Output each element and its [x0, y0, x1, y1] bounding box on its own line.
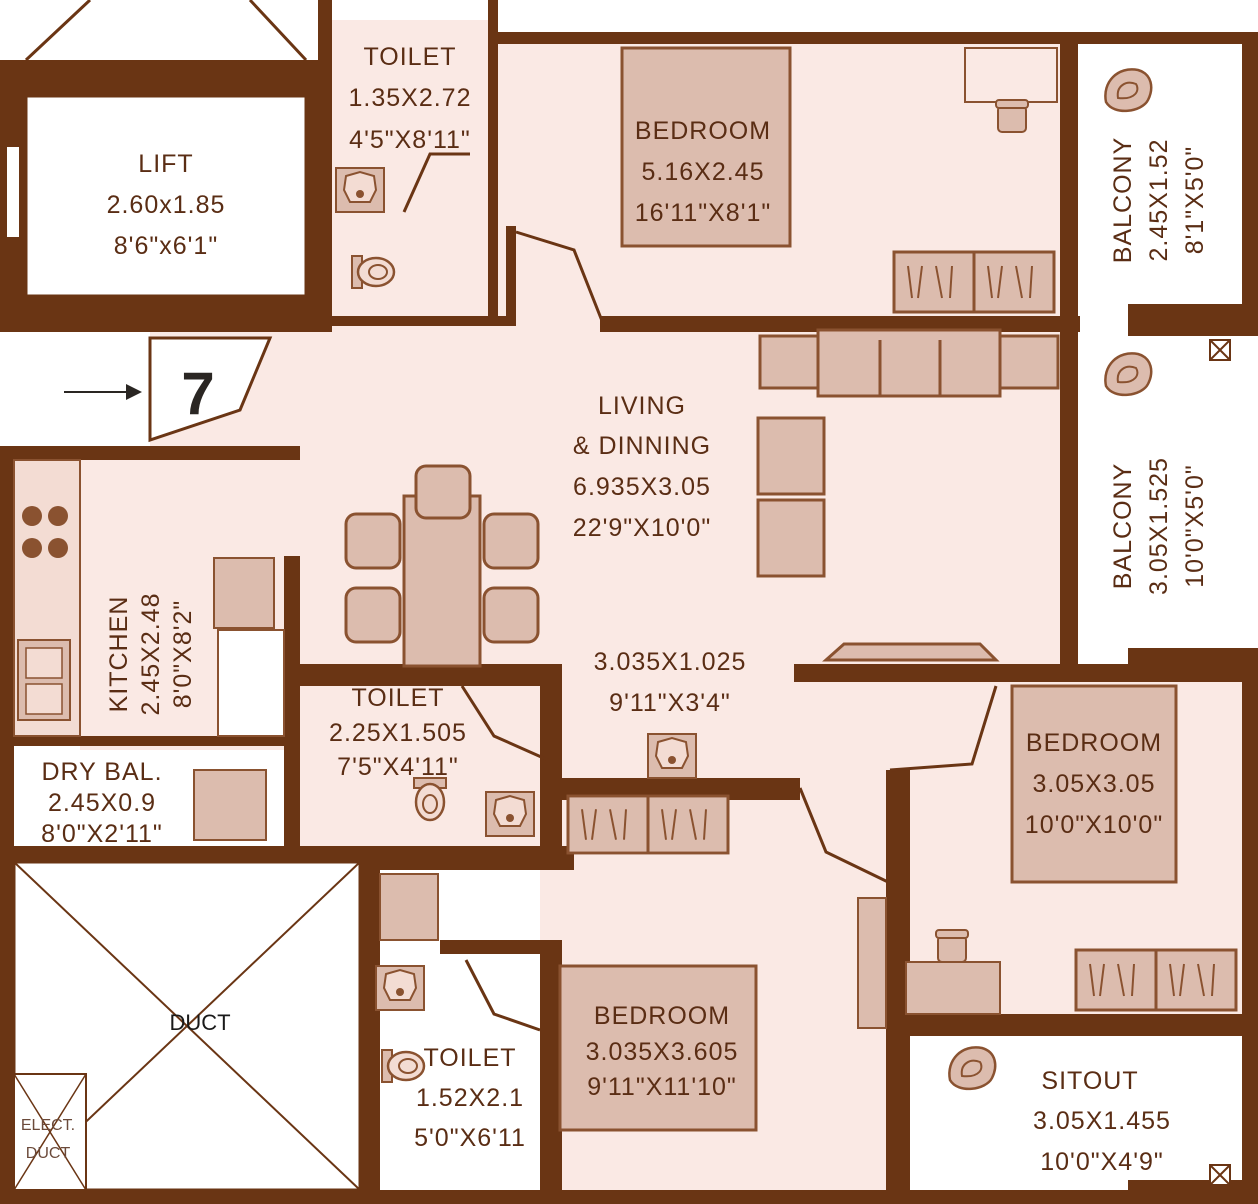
bedroom-top-imperial: 16'11"X8'1": [635, 199, 772, 227]
wardrobe-right: [1074, 948, 1238, 1012]
living-name-line2: & DINNING: [573, 432, 711, 460]
bedroom-top-metric: 5.16X2.45: [642, 158, 765, 186]
bedroom-bottom-metric: 3.035X3.605: [586, 1038, 739, 1066]
bed-top: [620, 46, 792, 248]
sitout-name: SITOUT: [1041, 1067, 1138, 1095]
elect-duct-line1: ELECT.: [21, 1117, 75, 1134]
living-name-line1: LIVING: [598, 392, 686, 420]
passage-imperial: 9'11"X3'4": [609, 689, 731, 717]
bath-shelf: [379, 873, 439, 941]
tv-console: [822, 642, 1000, 662]
sofa-set: [756, 328, 1060, 578]
bedroom-right-name: BEDROOM: [1026, 729, 1162, 757]
lift-imperial: 8'6"x6'1": [114, 232, 218, 260]
unit-number-badge: [148, 336, 273, 443]
passage-metric: 3.035X1.025: [594, 648, 747, 676]
toilet-bottom-imperial: 5'0"X6'11: [414, 1124, 526, 1152]
toilet-mid-name: TOILET: [351, 684, 444, 712]
wash-basin-icon: [647, 733, 697, 779]
chair-icon: [935, 929, 969, 963]
sitout-metric: 3.05X1.455: [1033, 1107, 1171, 1135]
tv-unit: [857, 897, 887, 1029]
toilet-top-metric: 1.35X2.72: [349, 84, 472, 112]
wc-icon: [380, 1048, 426, 1084]
kitchen-imperial: 8'0"X8'2": [169, 600, 197, 709]
ac-unit-icon: [1209, 339, 1231, 1186]
lift-name: LIFT: [138, 150, 193, 178]
shaft-lines: [24, 0, 308, 62]
entry-arrow-icon: [64, 384, 142, 400]
wash-basin-icon: [375, 965, 425, 1011]
fridge: [213, 557, 275, 629]
toilet-mid-metric: 2.25X1.505: [329, 719, 467, 747]
lift-cabin: [24, 94, 308, 298]
toilet-bottom-metric: 1.52X2.1: [416, 1084, 524, 1112]
armchair-icon: [948, 1046, 997, 1091]
wc-icon: [412, 776, 448, 822]
study-table-right: [905, 961, 1001, 1015]
bed-right: [1010, 684, 1178, 884]
kitchen-metric: 2.45X2.48: [137, 593, 165, 716]
wash-basin-icon: [335, 167, 385, 213]
lift-metric: 2.60x1.85: [107, 191, 226, 219]
bedroom-right-imperial: 10'0"X10'0": [1025, 811, 1163, 839]
wc-icon: [350, 254, 396, 290]
sink-icon: [17, 639, 71, 721]
wash-basin-icon: [485, 791, 535, 837]
balcony-mid-name: BALCONY: [1109, 463, 1137, 589]
balcony-mid-imperial: 10'0"X5'0": [1181, 464, 1209, 588]
balcony-mid-metric: 3.05X1.525: [1145, 457, 1173, 595]
duct-label: DUCT: [169, 1010, 230, 1035]
door-swings: [402, 152, 998, 1032]
passage-wardrobe: [566, 794, 730, 855]
balcony-top-metric: 2.45X1.52: [1145, 139, 1173, 262]
toilet-top-imperial: 4'5"X8'11": [349, 126, 471, 154]
sitout-imperial: 10'0"X4'9": [1040, 1148, 1164, 1176]
bedroom-right-metric: 3.05X3.05: [1033, 770, 1156, 798]
toilet-mid-imperial: 7'5"X4'11": [337, 753, 459, 781]
lift-door: [5, 145, 21, 239]
elect-duct-line2: DUCT: [26, 1145, 71, 1162]
toilet-bottom-name: TOILET: [423, 1044, 516, 1072]
wardrobe-top: [892, 250, 1056, 314]
dining-set: [344, 464, 540, 668]
bedroom-bottom-name: BEDROOM: [594, 1002, 730, 1030]
kitchen-name: KITCHEN: [105, 596, 133, 713]
dry-balcony-name: DRY BAL.: [41, 758, 162, 786]
toilet-top-name: TOILET: [363, 43, 456, 71]
washing-machine: [193, 769, 267, 841]
bedroom-bottom-imperial: 9'11"X11'10": [587, 1073, 737, 1101]
dry-balcony-imperial: 8'0"X2'11": [41, 820, 163, 848]
balcony-top-name: BALCONY: [1109, 137, 1137, 263]
kitchen-cabinet: [217, 629, 285, 737]
elect-duct-shaft: [13, 1073, 87, 1191]
bed-bottom: [558, 964, 758, 1132]
dry-balcony-metric: 2.45X0.9: [48, 789, 156, 817]
stove-icon: [22, 506, 68, 558]
unit-number: 7: [181, 360, 214, 427]
room-labels: 7 TOILET 1.35X2.72 4'5"X8'11" LIFT 2.60x…: [21, 43, 1209, 1176]
bedroom-top-name: BEDROOM: [635, 117, 771, 145]
living-metric: 6.935X3.05: [573, 473, 711, 501]
living-imperial: 22'9"X10'0": [573, 514, 711, 542]
balcony-top-imperial: 8'1"X5'0": [1181, 146, 1209, 255]
chair-icon: [995, 99, 1029, 133]
